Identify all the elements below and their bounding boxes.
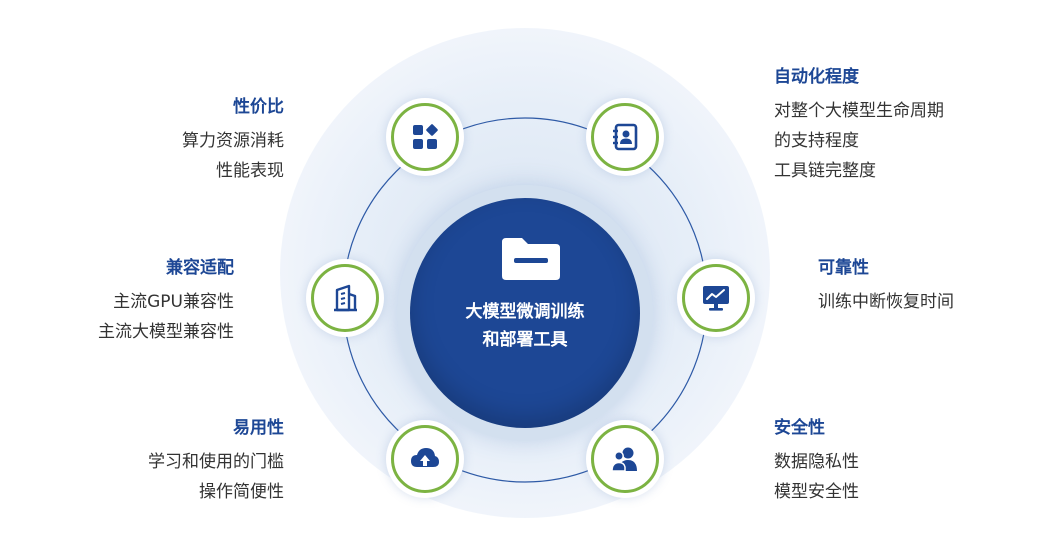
label-security-line2: 模型安全性 [774, 482, 859, 502]
node-cost [386, 98, 464, 176]
cloud-upload-icon [411, 448, 439, 467]
label-automation-line3: 工具链完整度 [774, 161, 876, 181]
users-icon [611, 447, 637, 472]
label-reliability-line1: 训练中断恢复时间 [818, 292, 954, 312]
label-usability: 易用性 学习和使用的门槛 操作简便性 [0, 417, 284, 507]
label-compat-line2: 主流大模型兼容性 [98, 322, 234, 342]
label-compat-title: 兼容适配 [166, 258, 234, 278]
label-automation-title: 自动化程度 [774, 67, 859, 87]
label-reliability: 可靠性 训练中断恢复时间 [818, 257, 1050, 317]
label-compat: 兼容适配 主流GPU兼容性 主流大模型兼容性 [0, 257, 234, 347]
label-reliability-title: 可靠性 [818, 258, 869, 278]
label-cost-line1: 算力资源消耗 [182, 131, 284, 151]
monitor-chart-icon [703, 286, 729, 311]
label-compat-line1: 主流GPU兼容性 [113, 292, 234, 312]
label-security: 安全性 数据隐私性 模型安全性 [774, 417, 1050, 507]
label-usability-line2: 操作简便性 [199, 482, 284, 502]
core-title-line2: 和部署工具 [482, 330, 568, 350]
apps-grid-icon [413, 124, 438, 149]
label-security-title: 安全性 [774, 418, 825, 438]
node-usability [386, 420, 464, 498]
label-cost-title: 性价比 [233, 97, 284, 117]
label-automation: 自动化程度 对整个大模型生命周期 的支持程度 工具链完整度 [774, 66, 1050, 186]
node-compat [306, 259, 384, 337]
core-circle: 大模型微调训练 和部署工具 [410, 198, 640, 428]
label-automation-line1: 对整个大模型生命周期 [774, 101, 944, 121]
core-title: 大模型微调训练 和部署工具 [410, 298, 640, 354]
building-icon [334, 284, 357, 312]
label-cost-line2: 性能表现 [216, 161, 284, 181]
node-automation [586, 98, 664, 176]
folder-icon [502, 238, 560, 280]
core-title-line1: 大模型微调训练 [465, 302, 585, 322]
label-cost: 性价比 算力资源消耗 性能表现 [0, 96, 284, 186]
label-security-line1: 数据隐私性 [774, 452, 859, 472]
contact-book-icon [613, 123, 638, 151]
node-reliability [677, 259, 755, 337]
label-usability-line1: 学习和使用的门槛 [148, 452, 284, 472]
label-automation-line2: 的支持程度 [774, 131, 859, 151]
label-usability-title: 易用性 [233, 418, 284, 438]
node-security [586, 420, 664, 498]
